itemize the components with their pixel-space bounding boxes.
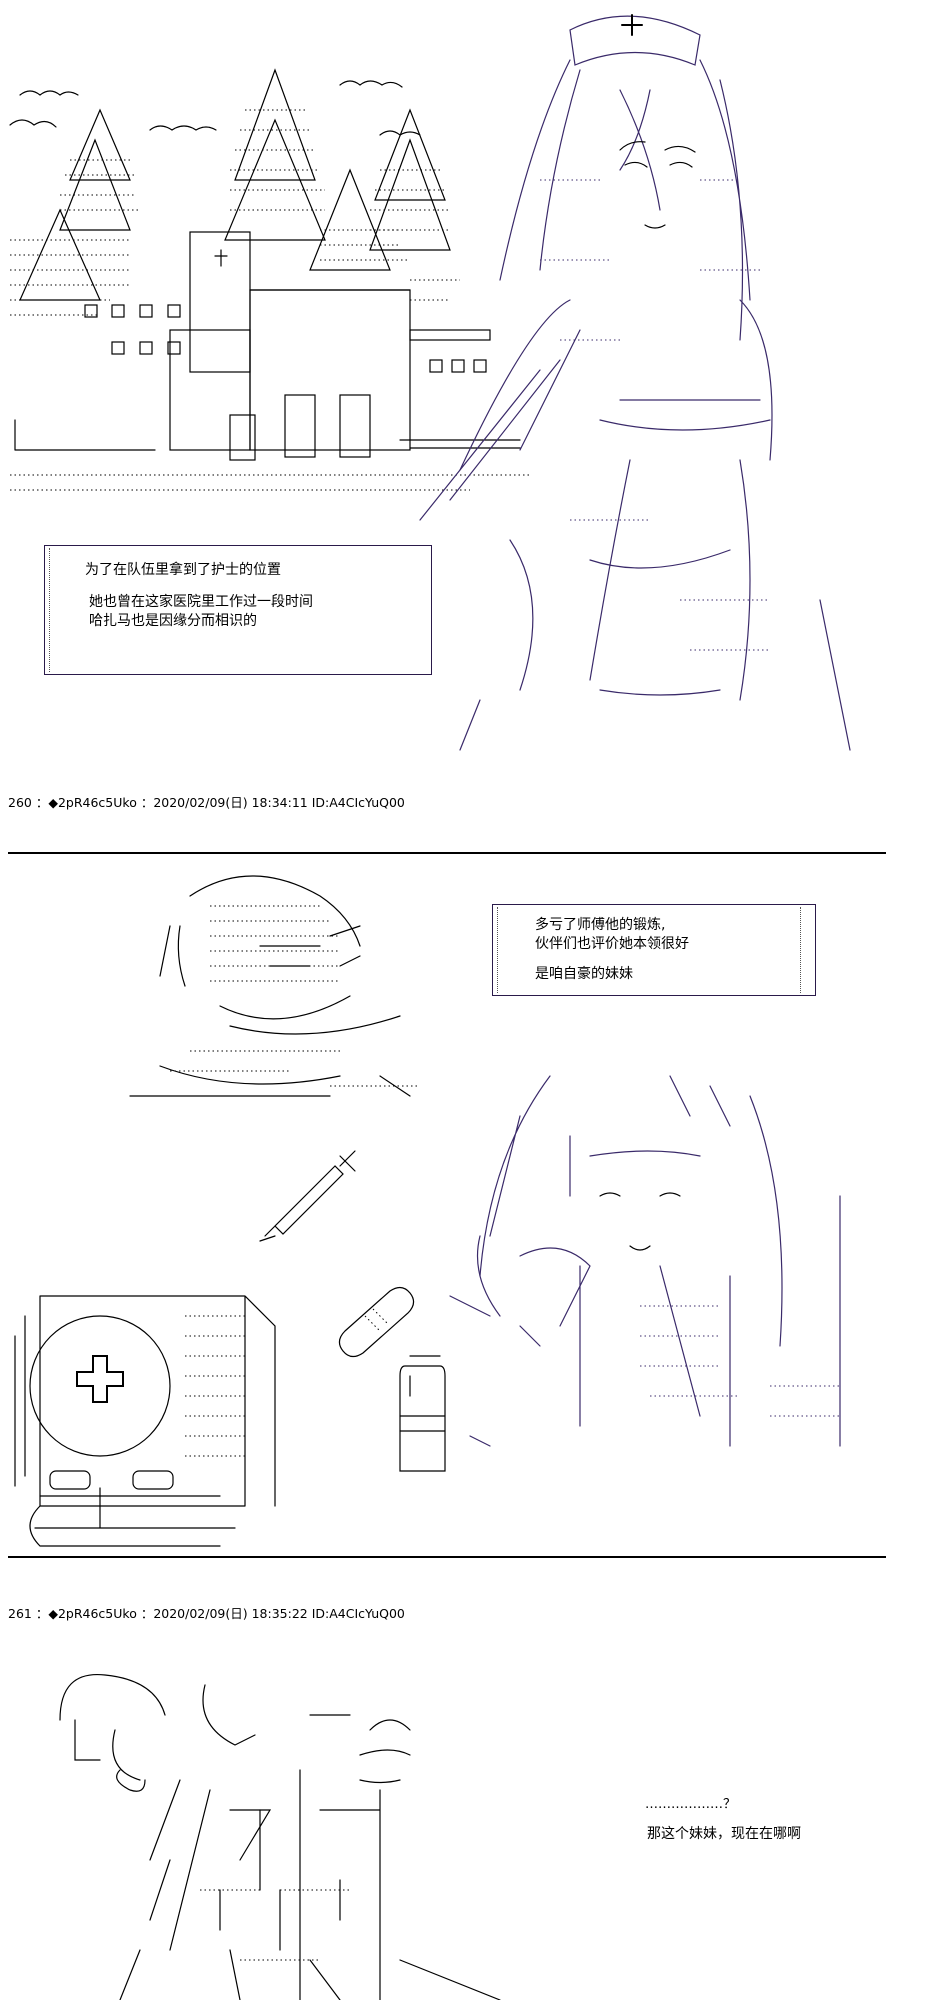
- medical-bag-cross-icon: [76, 1355, 124, 1403]
- forest-church-illustration: [9, 68, 530, 491]
- ellipsis-text: ………………？: [645, 1797, 737, 1812]
- chibi-character-illustration: [129, 875, 420, 1097]
- narration-line: 是咱自豪的妹妹: [535, 966, 633, 982]
- sister-character-illustration: [449, 1075, 841, 1447]
- pill-bottle-icon: [399, 1355, 446, 1472]
- medical-bag-illustration: [14, 1295, 276, 1547]
- narration-line: 伙伴们也评价她本领很好: [535, 936, 689, 952]
- narration-line: 为了在队伍里拿到了护士的位置: [85, 562, 281, 578]
- narration-line: 哈扎马也是因缘分而相识的: [89, 613, 257, 629]
- questioning-character-illustration: [59, 1673, 501, 2000]
- dialogue-text: 那这个妹妹，现在在哪啊: [647, 1826, 801, 1842]
- panel-3: ………………？ 那这个妹妹，现在在哪啊: [0, 1640, 950, 2000]
- divider: [8, 1556, 886, 1558]
- panel-2: 多亏了师傅他的锻炼, 伙伴们也评价她本领很好 是咱自豪的妹妹: [0, 856, 950, 1556]
- syringe-icon: [259, 1150, 356, 1242]
- narration-box: 多亏了师傅他的锻炼, 伙伴们也评价她本领很好 是咱自豪的妹妹: [492, 904, 816, 996]
- panel-1: 为了在队伍里拿到了护士的位置 她也曾在这家医院里工作过一段时间 哈扎马也是因缘分…: [0, 0, 950, 760]
- divider: [8, 852, 886, 854]
- bandage-icon: [338, 1286, 415, 1358]
- narration-box: 为了在队伍里拿到了护士的位置 她也曾在这家医院里工作过一段时间 哈扎马也是因缘分…: [44, 545, 432, 675]
- post-header: 260 ：◆2pR46c5Uko ：2020/02/09(日) 18:34:11…: [8, 795, 405, 810]
- post-header: 261 ：◆2pR46c5Uko ：2020/02/09(日) 18:35:22…: [8, 1606, 405, 1621]
- nurse-cap-cross-icon: [621, 14, 643, 36]
- church-cross-icon: [214, 249, 228, 267]
- narration-line: 多亏了师傅他的锻炼,: [535, 917, 666, 933]
- narration-line: 她也曾在这家医院里工作过一段时间: [89, 594, 313, 610]
- nurse-character-illustration: [419, 14, 851, 751]
